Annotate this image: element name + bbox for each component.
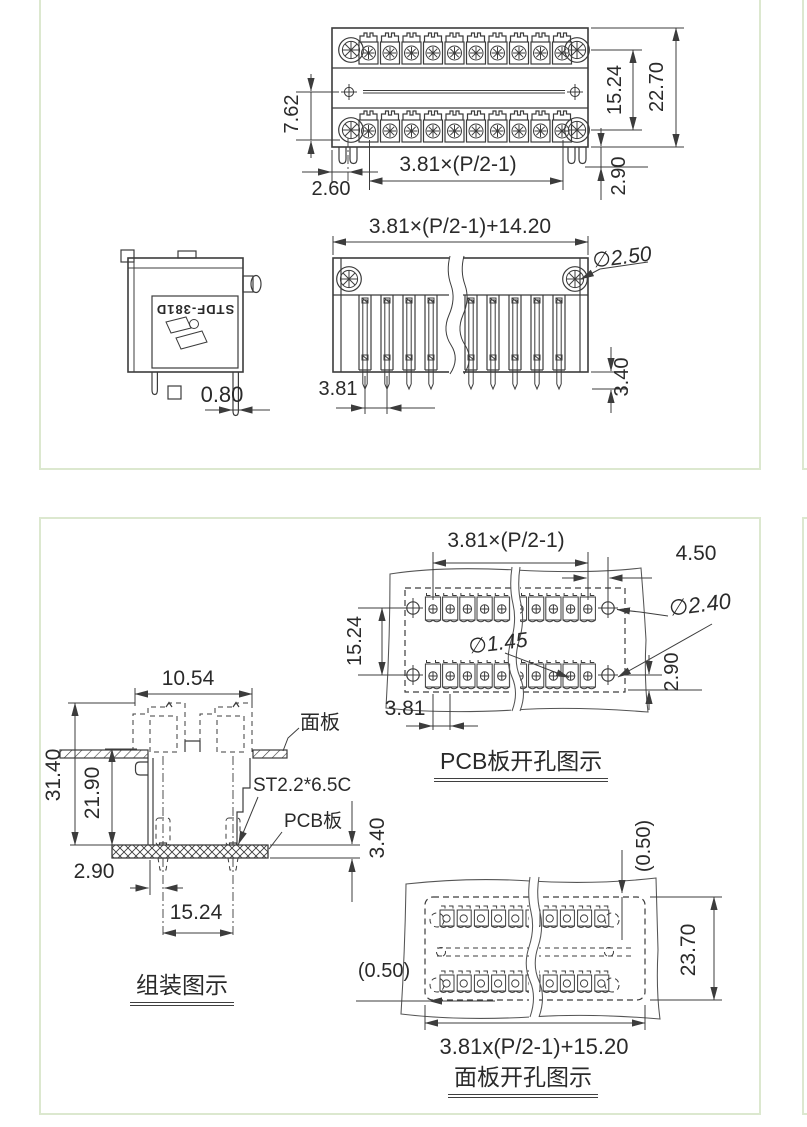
sheet-frame-bottom (39, 517, 761, 1115)
label-screw-spec: ST2.2*6.5C (253, 775, 352, 796)
label-panel: 面板 (300, 712, 340, 734)
dim-23-70: 23.70 (676, 923, 700, 977)
assembly-view (59, 688, 360, 938)
dim-3-40-pin: 3.40 (611, 357, 633, 397)
brand-logo-icon (165, 316, 208, 350)
dim-15-24-pcb: 15.24 (344, 615, 366, 667)
dim-2-60: 2.60 (311, 178, 351, 200)
dim-3-81-pcb: 3.81 (384, 697, 426, 720)
side-view (120, 249, 270, 417)
dim-pitch-span-front: 3.81×(P/2-1) (399, 152, 517, 176)
dim-7-62: 7.62 (281, 94, 303, 134)
sheet-frame-bottom-adjacent (802, 517, 807, 1115)
dim-2-90-front: 2.90 (608, 156, 630, 196)
dim-3-40-asm: 3.40 (365, 817, 389, 859)
caption-pcb-drill: PCB板开孔图示 (434, 750, 609, 782)
pin-view (332, 236, 649, 414)
square-symbol-icon (167, 385, 182, 400)
dim-3-81-pin: 3.81 (318, 378, 358, 400)
dim-total-width-pin: 3.81×(P/2-1)+14.20 (368, 214, 552, 238)
dim-22-70: 22.70 (646, 61, 668, 113)
dim-0-50-top: (0.50) (633, 819, 655, 873)
dim-15-24-asm: 15.24 (169, 901, 223, 924)
dim-2-90-pcb: 2.90 (661, 652, 683, 692)
caption-panel-cutout: 面板开孔图示 (448, 1066, 598, 1098)
dim-10-54: 10.54 (161, 667, 215, 690)
dim-21-90: 21.90 (80, 766, 104, 820)
dim-pitch-span-pcb: 3.81×(P/2-1) (447, 528, 565, 552)
caption-assembly: 组装图示 (130, 974, 234, 1006)
pcb-drill-view (358, 552, 713, 730)
dim-cutout-width: 3.81x(P/2-1)+15.20 (439, 1033, 629, 1059)
sheet-frame-top-adjacent (802, 0, 807, 470)
sheet-frame-top (39, 0, 761, 470)
label-pcb: PCB板 (284, 811, 343, 832)
dim-15-24-front: 15.24 (604, 64, 626, 116)
panel-cutout-view (356, 850, 722, 1030)
part-number-label: STDF-381D (155, 302, 235, 318)
dim-4-50: 4.50 (675, 541, 717, 565)
dim-2-90-asm: 2.90 (73, 859, 115, 883)
dim-0-80: 0.80 (200, 382, 244, 407)
front-view (296, 27, 684, 200)
dim-0-50-left: (0.50) (357, 960, 411, 982)
dim-31-40: 31.40 (41, 748, 65, 802)
